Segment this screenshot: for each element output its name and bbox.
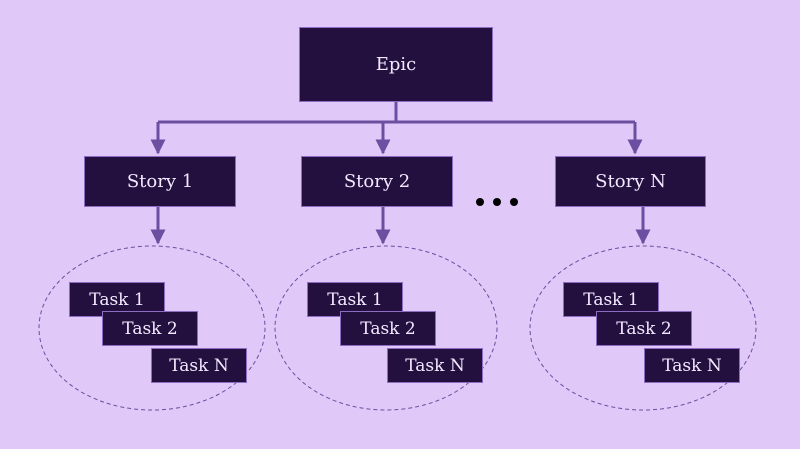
story-box-1: Story 1 (84, 156, 236, 207)
ellipsis-dot (476, 198, 484, 206)
task-label: Task 1 (89, 289, 145, 310)
task-label: Task N (662, 355, 722, 376)
task-group-ellipse-3 (529, 245, 757, 411)
task-box: Task N (644, 348, 740, 383)
ellipsis-dot (510, 198, 518, 206)
task-label: Task N (405, 355, 465, 376)
task-box: Task 2 (340, 311, 436, 346)
task-label: Task N (169, 355, 229, 376)
task-box: Task 2 (102, 311, 198, 346)
epic-label: Epic (375, 54, 417, 75)
story-label: Story 1 (126, 171, 194, 192)
ellipsis-dot (493, 198, 501, 206)
task-box: Task N (151, 348, 247, 383)
story-box-n: Story N (555, 156, 706, 207)
task-label: Task 2 (360, 318, 416, 339)
task-group-ellipse-1 (38, 245, 266, 411)
task-label: Task 2 (616, 318, 672, 339)
task-label: Task 1 (583, 289, 639, 310)
task-box: Task 2 (596, 311, 692, 346)
story-box-2: Story 2 (301, 156, 453, 207)
story-label: Story 2 (343, 171, 411, 192)
task-group-ellipse-2 (274, 245, 498, 411)
story-label: Story N (595, 171, 666, 192)
task-label: Task 1 (327, 289, 383, 310)
task-box: Task N (387, 348, 483, 383)
more-stories-ellipsis (476, 198, 518, 206)
task-label: Task 2 (122, 318, 178, 339)
epic-box: Epic (299, 27, 493, 102)
